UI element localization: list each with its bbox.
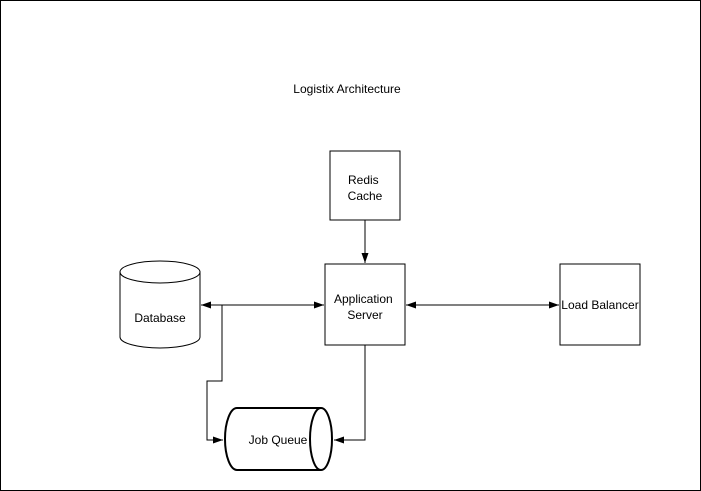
database-cylinder (119, 260, 201, 349)
application-server-box (324, 263, 406, 346)
database-label: Database (134, 311, 186, 325)
node-redis-cache: Redis Cache (329, 150, 401, 221)
application-server-label: Application Server (334, 292, 396, 322)
edge-database-to-job-queue (206, 305, 223, 444)
redis-cache-box (329, 150, 401, 221)
job-queue-label: Job Queue (249, 433, 308, 447)
diagram-title: Logistix Architecture (293, 82, 401, 96)
load-balancer-label: Load Balancer (561, 298, 638, 312)
database-cylinder-lid (119, 271, 201, 284)
redis-cache-label: Redis Cache (348, 173, 383, 203)
node-load-balancer: Load Balancer (559, 263, 641, 346)
edge-application-server-to-job-queue (334, 345, 366, 444)
node-job-queue: Job Queue (223, 407, 334, 471)
node-database: Database (119, 260, 201, 349)
node-application-server: Application Server (324, 263, 406, 346)
job-queue-cylinder-cap (308, 407, 322, 471)
edges (201, 220, 559, 444)
load-balancer-box (559, 263, 641, 346)
